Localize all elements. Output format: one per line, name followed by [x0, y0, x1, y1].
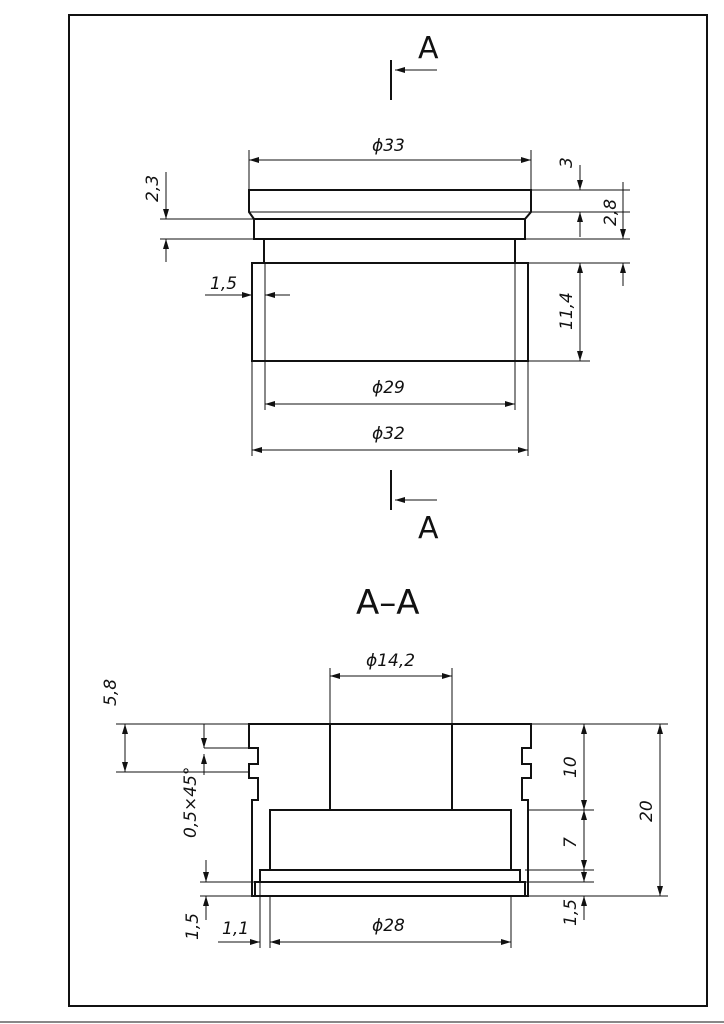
dim-h23: 2,3 — [143, 175, 163, 202]
top-view-dimensions: ϕ33 3 2,8 11,4 2,3 1,5 ϕ29 ϕ32 — [143, 136, 630, 456]
dim-h114: 11,4 — [557, 292, 577, 330]
section-mark-bottom: A — [390, 470, 439, 546]
dim-h10: 10 — [561, 756, 581, 778]
dim-h20: 20 — [637, 800, 657, 822]
section-mark-top: A — [390, 31, 439, 100]
dim-h28: 2,8 — [601, 199, 621, 226]
dim-d142: ϕ14,2 — [366, 651, 415, 671]
section-letter-top: A — [418, 31, 439, 66]
section-letter-bottom: A — [418, 511, 439, 546]
dim-h7: 7 — [561, 837, 581, 848]
top-view-part — [248, 189, 532, 362]
dim-d32: ϕ32 — [372, 424, 405, 444]
dim-h58: 5,8 — [101, 679, 121, 706]
dim-w11: 1,1 — [222, 919, 249, 939]
dim-d33: ϕ33 — [372, 136, 405, 156]
dim-d29: ϕ29 — [372, 378, 405, 398]
dim-h15-right: 1,5 — [561, 899, 581, 926]
drawing-frame — [68, 14, 708, 1007]
dim-h15-left: 1,5 — [183, 913, 203, 940]
dim-h3: 3 — [557, 157, 577, 168]
dim-chamfer: 0,5×45° — [181, 767, 201, 838]
section-view-dimensions: ϕ14,2 5,8 0,5×45° 1,5 1,1 ϕ28 10 — [101, 651, 668, 948]
dim-d28: ϕ28 — [372, 916, 405, 936]
section-view-part — [248, 723, 532, 897]
section-title: A–A — [356, 583, 420, 623]
dim-w15: 1,5 — [210, 274, 237, 294]
